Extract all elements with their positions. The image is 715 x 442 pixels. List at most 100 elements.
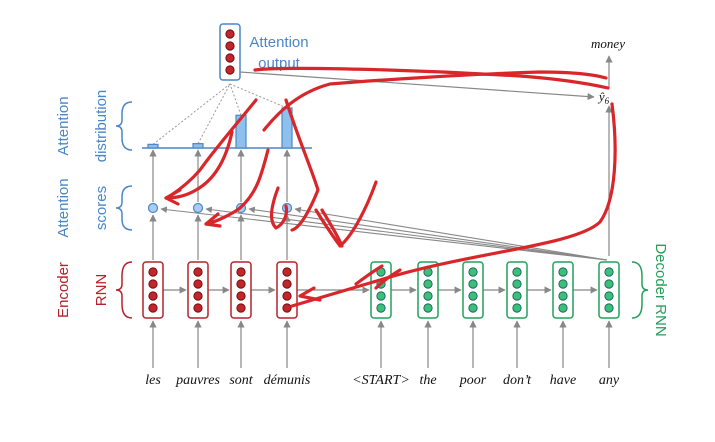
attention-output-unit: [225, 41, 235, 51]
annotation-stroke: [204, 212, 222, 228]
attention-distribution-bar: [235, 114, 247, 149]
attention-output-unit: [225, 29, 235, 39]
encoder-unit: [236, 303, 246, 313]
encoder-rnn-label-line2: RNN: [93, 274, 110, 307]
attention-output-unit: [225, 65, 235, 75]
target-word: have: [550, 373, 576, 388]
attention-scores-label-line1: Attention: [55, 178, 72, 237]
source-word: sont: [229, 373, 253, 388]
attention-score-node: [192, 202, 204, 214]
encoder-cell-box: [187, 261, 209, 319]
source-word: les: [145, 373, 161, 388]
decoder-cell: [598, 261, 620, 319]
attention-output-label-line1: Attention: [249, 34, 308, 51]
encoder-unit: [193, 291, 203, 301]
target-word: poor: [459, 373, 487, 388]
encoder-cell-box: [276, 261, 298, 319]
decoder-unit: [604, 267, 614, 277]
encoder-unit: [236, 267, 246, 277]
encoder-unit: [282, 303, 292, 313]
decoder-unit: [558, 303, 568, 313]
encoder-cell-box: [230, 261, 252, 319]
weighted-sum-line: [229, 83, 288, 109]
weighted-sum-line: [152, 83, 231, 145]
encoder-unit: [193, 267, 203, 277]
annotation-stroke: [290, 102, 617, 308]
attention-distribution-label: Attention distribution: [55, 90, 133, 163]
decoder-rnn-label: Decoder RNN: [631, 243, 669, 337]
attention-output-unit: [225, 53, 235, 63]
decoder-to-score-arrow: [248, 206, 608, 261]
encoder-cell: [187, 261, 209, 319]
encoder-unit: [236, 279, 246, 289]
encoder-unit: [148, 303, 158, 313]
attention-scores-label: Attention scores: [55, 178, 133, 238]
attention-distribution-brace: [115, 101, 133, 151]
annotation-stroke: [262, 70, 608, 132]
decoder-unit: [604, 291, 614, 301]
encoder-unit: [193, 279, 203, 289]
decoder-unit: [558, 267, 568, 277]
decoder-cell-box: [370, 261, 392, 319]
decoder-cell: [462, 261, 484, 319]
decoder-unit: [423, 279, 433, 289]
encoder-unit: [148, 279, 158, 289]
encoder-rnn-brace: [115, 261, 133, 319]
annotation-stroke: [298, 286, 322, 302]
decoder-unit: [558, 279, 568, 289]
attention-output-group: Attention output: [219, 23, 309, 81]
output-prediction: money ŷ6: [239, 36, 625, 256]
attention-scores-brace: [115, 185, 133, 231]
annotation-stroke: [284, 98, 320, 232]
decoder-unit: [604, 303, 614, 313]
decoder-cell: [506, 261, 528, 319]
decoder-unit: [558, 291, 568, 301]
output-variable: ŷ6: [597, 89, 610, 106]
decoder-unit: [376, 303, 386, 313]
decoder-rnn-brace: [631, 261, 649, 319]
decoder-to-score-arrow: [160, 206, 608, 261]
encoder-unit: [148, 267, 158, 277]
encoder-unit: [282, 279, 292, 289]
attention-distribution-label-line1: Attention: [55, 96, 72, 155]
attention-distribution-bar: [147, 143, 159, 149]
decoder-unit: [468, 267, 478, 277]
encoder-unit: [236, 291, 246, 301]
decoder-unit: [468, 303, 478, 313]
attention-score-node: [147, 202, 159, 214]
decoder-unit: [512, 267, 522, 277]
decoder-unit: [604, 279, 614, 289]
decoder-unit: [468, 291, 478, 301]
attention-output-to-output-arrow: [239, 71, 595, 101]
decoder-unit: [512, 291, 522, 301]
annotation-stroke: [320, 208, 344, 248]
decoder-cell-box: [462, 261, 484, 319]
annotation-stroke: [168, 98, 258, 198]
encoder-unit: [193, 303, 203, 313]
decoder-unit: [468, 279, 478, 289]
target-word: any: [599, 373, 620, 388]
weighted-sum-line: [229, 83, 242, 116]
weighted-sum-line: [197, 83, 231, 144]
attention-distribution-label-line2: distribution: [93, 90, 110, 163]
annotation-stroke: [354, 264, 384, 286]
decoder-unit: [423, 291, 433, 301]
target-word: the: [419, 373, 436, 388]
output-word: money: [591, 36, 625, 51]
attention-scores-label-line2: scores: [93, 186, 110, 230]
target-word: <START>: [352, 373, 410, 388]
encoder-unit: [282, 291, 292, 301]
annotation-stroke: [269, 186, 289, 230]
decoder-to-score-arrow: [294, 206, 608, 261]
encoder-cell: [142, 261, 164, 319]
encoder-unit: [148, 291, 158, 301]
decoder-rnn-text: Decoder RNN: [652, 243, 669, 336]
decoder-unit: [512, 279, 522, 289]
attention-distribution-bar: [192, 143, 204, 149]
encoder-rnn-label-line1: Encoder: [55, 262, 72, 318]
attention-output-vector: [219, 23, 241, 81]
source-word: pauvres: [175, 373, 220, 388]
decoder-to-score-arrow: [205, 206, 608, 261]
